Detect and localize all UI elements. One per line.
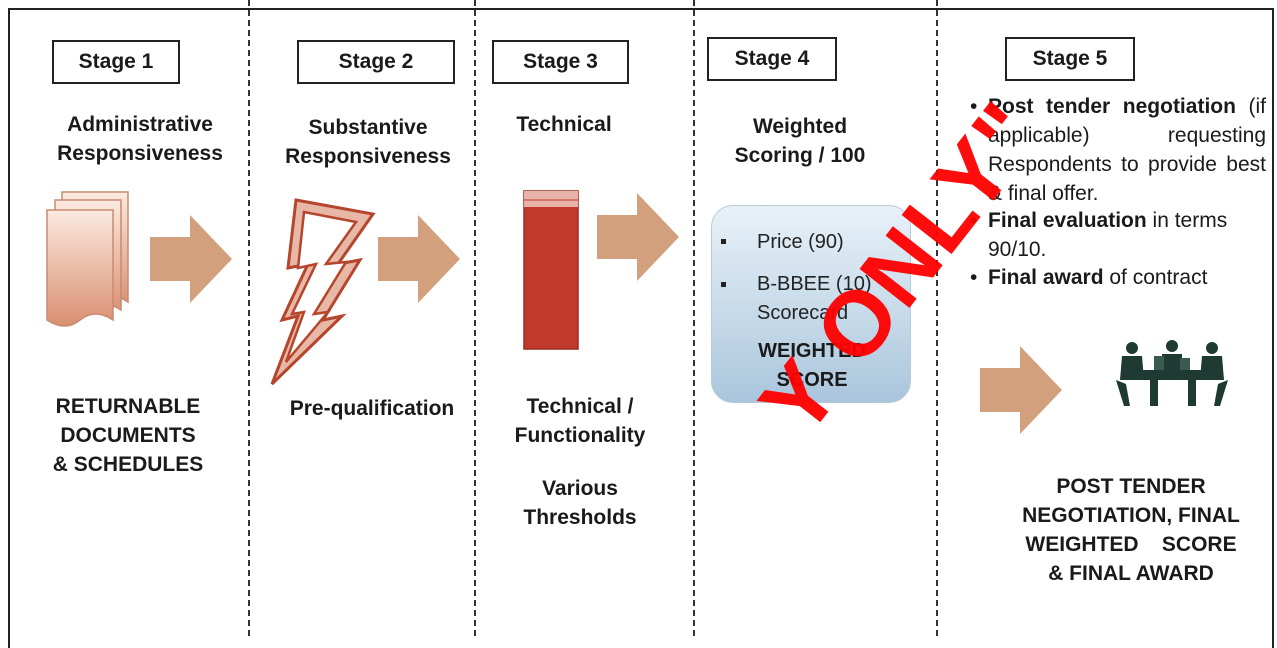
lightning-icon — [270, 198, 376, 386]
bullet-dot-icon: • — [970, 209, 978, 232]
bullet-post-tender: • Post tender negotiation (if applicable… — [970, 92, 1266, 208]
bullet-dot-icon: • — [970, 95, 978, 118]
stage-5-label: Stage 5 — [1005, 37, 1135, 81]
stage-1-label: Stage 1 — [52, 40, 180, 84]
bullet-final-award: • Final award of contract — [970, 263, 1266, 292]
meeting-icon — [1116, 340, 1228, 406]
bullet-dot-icon: • — [970, 266, 978, 289]
stage-4-label: Stage 4 — [707, 37, 837, 81]
score-item-price: Price (90) — [757, 231, 844, 253]
stage-3-footer: Technical / Functionality — [514, 395, 646, 447]
bullet-post-tender-bold: Post tender negotiation — [988, 95, 1236, 118]
weighted-score-panel: Price (90) B-BBEE (10) Scorecard WEIGHTE… — [711, 205, 911, 403]
score-item-bbbee: B-BBEE (10) Scorecard — [757, 273, 872, 324]
bullet-final-evaluation: • Final evaluation in terms 90/10. — [970, 206, 1266, 264]
stage-4-heading: Weighted Scoring / 100 — [734, 115, 866, 167]
red-bar-icon — [523, 190, 579, 350]
weighted-score-title: WEIGHTED SCORE — [758, 340, 866, 391]
stage-3-footer-thresholds: Various Thresholds — [523, 477, 637, 529]
stage-divider — [693, 0, 695, 636]
stage-divider — [936, 0, 938, 636]
bullet-post-tender-text: (if applicable) requesting Respondents t… — [988, 95, 1266, 205]
stage-2-footer: Pre-qualification — [289, 397, 455, 420]
arrow-right-icon — [378, 215, 460, 303]
bullet-final-evaluation-bold: Final evaluation — [988, 209, 1147, 232]
documents-icon — [46, 191, 129, 327]
diagram-frame — [8, 8, 1274, 648]
stage-5-footer: POST TENDER NEGOTIATION, FINAL WEIGHTED … — [1022, 475, 1240, 585]
bullet-square-icon — [721, 282, 726, 287]
stage-1-footer: RETURNABLE DOCUMENTS & SCHEDULES — [52, 395, 204, 476]
arrow-right-icon — [980, 346, 1062, 434]
stage-3-label: Stage 3 — [492, 40, 629, 84]
stage-1-heading: Administrative Responsiveness — [57, 113, 223, 165]
stage-divider — [474, 0, 476, 636]
bullet-final-evaluation-text: in terms 90/10. — [988, 209, 1228, 261]
stage-2-heading: Substantive Responsiveness — [285, 116, 451, 168]
arrow-right-icon — [597, 193, 679, 281]
bullet-final-award-text: of contract — [1109, 266, 1208, 289]
bullet-final-award-bold: Final award — [988, 266, 1104, 289]
stage-divider — [248, 0, 250, 636]
bullet-square-icon — [721, 239, 726, 244]
stage-2-label: Stage 2 — [297, 40, 455, 84]
arrow-right-icon — [150, 215, 232, 303]
stage-3-heading: Technical — [516, 113, 612, 136]
